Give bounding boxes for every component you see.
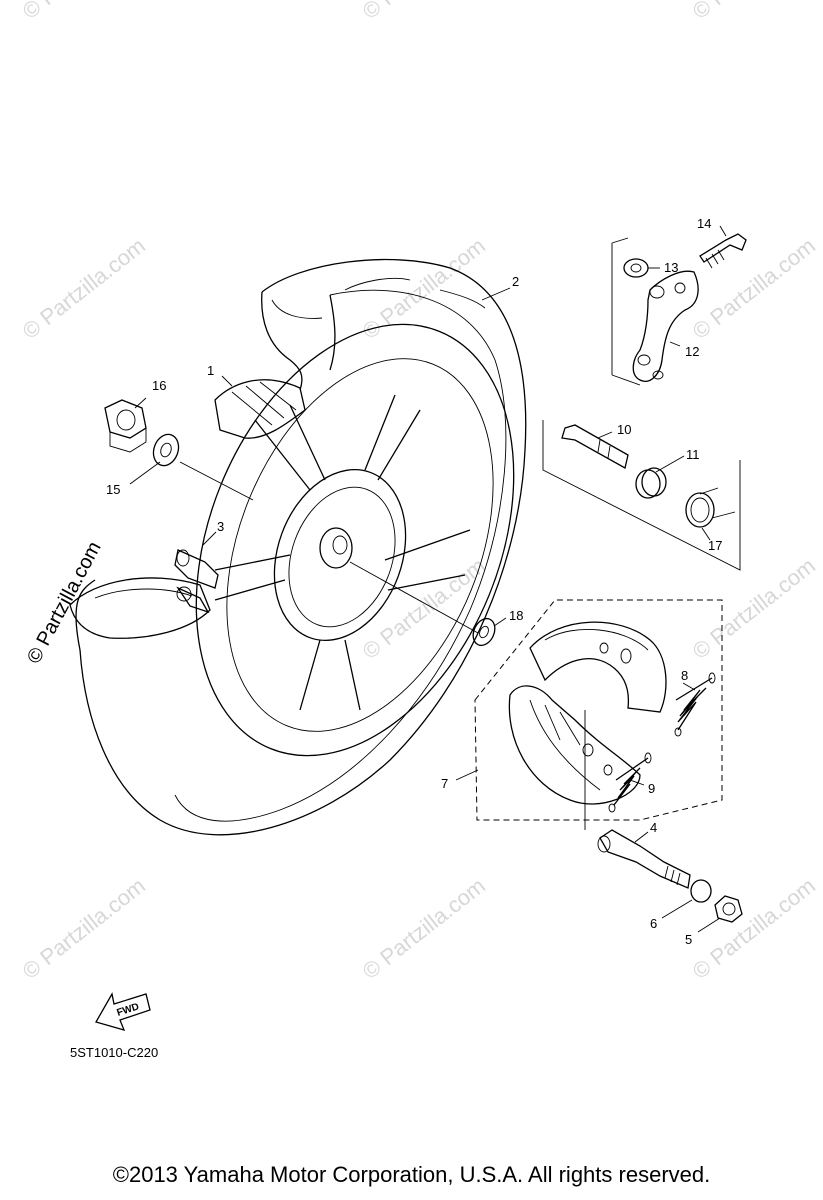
callout-4: 4 [650, 820, 657, 835]
callout-8: 8 [681, 668, 688, 683]
brake-shoe-group [474, 599, 723, 821]
watermark-text: © Partzilla.com [358, 553, 490, 664]
hub-flange-inner [288, 486, 396, 628]
part-3-valve [174, 549, 219, 614]
spoke [214, 554, 291, 601]
tire-outline [75, 258, 527, 836]
fwd-arrow-icon: FWD [95, 992, 151, 1031]
tire-tread-line [439, 289, 486, 309]
watermark-text: © Partzilla.com [18, 0, 150, 24]
hub-boss [319, 527, 353, 569]
rim-ribs [231, 381, 297, 426]
spoke [299, 639, 361, 711]
watermark-text: © Partzilla.com [18, 873, 150, 984]
callout-6: 6 [650, 916, 657, 931]
part-18-washer [472, 617, 496, 647]
side-watermark: © Partzilla.com [23, 538, 106, 667]
part-15-washer [152, 433, 180, 467]
brake-arm-group [611, 233, 747, 386]
tire-inner-edge [174, 289, 507, 822]
watermark-text: © Partzilla.com [688, 873, 820, 984]
hub-flange [273, 468, 407, 642]
callout-16: 16 [152, 378, 166, 393]
part-10-camshaft [542, 420, 741, 571]
spoke [384, 529, 471, 591]
callout-2: 2 [512, 274, 519, 289]
callout-3: 3 [217, 519, 224, 534]
part-5-nut [714, 895, 743, 923]
wheel-assembly [69, 258, 527, 836]
spoke [364, 394, 421, 481]
watermark-text: © Partzilla.com [688, 0, 820, 24]
copyright-notice: ©2013 Yamaha Motor Corporation, U.S.A. A… [112, 1162, 711, 1187]
callout-10: 10 [617, 422, 631, 437]
callout-12: 12 [685, 344, 699, 359]
part-9-spring [608, 752, 652, 813]
watermark-text: © Partzilla.com [358, 873, 490, 984]
watermarks: © Partzilla.com © Partzilla.com © Partzi… [18, 0, 820, 984]
callout-15: 15 [106, 482, 120, 497]
callout-11: 11 [686, 447, 700, 462]
diagram-code: 5ST1010-C220 [70, 1045, 158, 1060]
watermark-text: © Partzilla.com [18, 233, 150, 344]
callout-13: 13 [664, 260, 678, 275]
callout-5: 5 [685, 932, 692, 947]
callout-labels: 1 2 3 4 5 6 7 8 9 10 11 12 13 14 15 16 1… [106, 216, 722, 947]
callout-17: 17 [708, 538, 722, 553]
callout-1: 1 [207, 363, 214, 378]
callout-7: 7 [441, 776, 448, 791]
tire-cutaway-top-inner [271, 299, 323, 319]
part-16-nut [104, 399, 147, 453]
fwd-label: FWD [116, 1001, 141, 1019]
tire-tread-line [344, 277, 411, 291]
part-6-oring [690, 879, 712, 903]
watermark-text: © Partzilla.com [688, 553, 820, 664]
rim-outer [195, 323, 515, 757]
tire-cutaway-bottom [69, 577, 211, 639]
leader-lines [129, 225, 727, 933]
part-11-ring [635, 467, 667, 499]
callout-14: 14 [697, 216, 711, 231]
part-4-axle [584, 710, 691, 889]
watermark-text: © Partzilla.com [688, 233, 820, 344]
part-17-spring [685, 487, 736, 528]
callout-18: 18 [509, 608, 523, 623]
rim-inner [226, 358, 494, 732]
hub-bore [332, 535, 348, 555]
watermark-text: © Partzilla.com [358, 0, 490, 24]
tire-cutaway-top [261, 291, 336, 391]
callout-9: 9 [648, 781, 655, 796]
spoke [254, 404, 326, 491]
